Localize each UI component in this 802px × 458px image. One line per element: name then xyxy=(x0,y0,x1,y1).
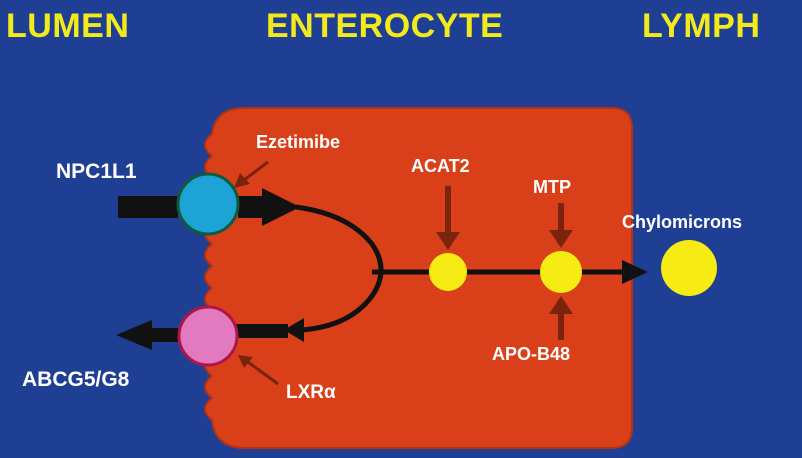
abcg5g8-transporter xyxy=(177,305,239,367)
mtp-droplet xyxy=(540,251,582,293)
lxr-arrow xyxy=(247,360,279,386)
abcg5g8-efflux-head xyxy=(116,320,152,350)
acat2-arrowhead xyxy=(436,232,460,250)
acat2-droplet xyxy=(429,253,467,291)
apob48-arrowhead xyxy=(549,296,573,314)
label-acat2: ACAT2 xyxy=(411,156,470,176)
lxr-arrowhead xyxy=(238,355,253,368)
label-chylomicrons: Chylomicrons xyxy=(622,212,742,232)
mtp-arrowhead xyxy=(549,230,573,248)
ezetimibe-arrowhead xyxy=(234,173,250,188)
npc1l1-shaft-inner xyxy=(238,196,264,218)
label-ezetimibe: Ezetimibe xyxy=(256,132,340,152)
header-lumen: LUMEN xyxy=(6,7,129,45)
recycling-arrowhead xyxy=(284,318,304,342)
npc1l1-influx-head xyxy=(262,188,300,226)
label-abcg5g8: ABCG5/G8 xyxy=(22,368,130,391)
chylomicron xyxy=(661,240,717,296)
npc1l1-transporter xyxy=(176,172,240,236)
label-apob48: APO-B48 xyxy=(492,344,570,364)
ezetimibe-arrow xyxy=(243,160,269,182)
label-lxr: LXRα xyxy=(286,382,336,403)
abcg5g8-efflux-outer xyxy=(150,328,184,342)
export-arrowhead xyxy=(622,260,648,284)
npc1l1-influx-shaft xyxy=(118,196,178,218)
header-enterocyte: ENTEROCYTE xyxy=(266,7,503,45)
header-lymph: LYMPH xyxy=(642,7,760,45)
abcg5g8-efflux-shaft xyxy=(236,324,288,338)
label-mtp: MTP xyxy=(533,177,571,197)
label-npc1l1: NPC1L1 xyxy=(56,160,137,183)
